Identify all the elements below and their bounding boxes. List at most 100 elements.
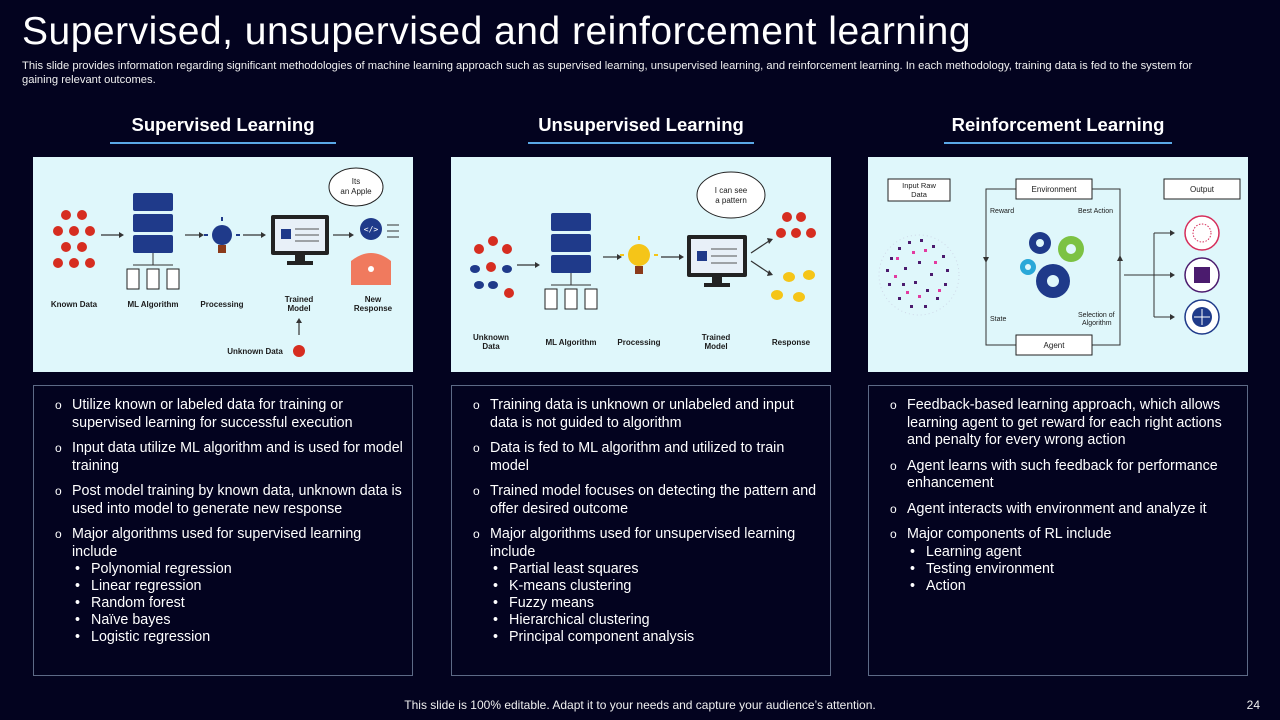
point-text: Major components of RL include [907, 526, 1112, 542]
sub-list-item: •Logistic regression [75, 629, 211, 645]
subpoint-text: Fuzzy means [509, 595, 595, 611]
output-grid-icon [1184, 299, 1220, 335]
label-model: Model [704, 342, 727, 351]
sub-list-item: •K-means clustering [493, 578, 632, 594]
label-unknown-data: Unknown Data [227, 347, 283, 356]
ml-algorithm-stack-icon [126, 193, 180, 290]
output-box [1163, 178, 1241, 200]
point-text: Trained model focuses on detecting the p… [490, 483, 817, 517]
input-raw-data-box [887, 178, 951, 202]
subpoint-text: Hierarchical clustering [509, 612, 650, 628]
response-lemons-icon [771, 270, 815, 302]
reinforcement-diagram: Input Raw Data [868, 157, 1248, 372]
subpoint-text: Principal component analysis [509, 629, 695, 645]
label-processing: Processing [617, 338, 660, 347]
selection-line-1: Selection of [1078, 312, 1115, 319]
agent-label: Agent [1044, 341, 1066, 350]
point-text: Post model training by known data, unkno… [72, 483, 402, 517]
unsupervised-heading: Unsupervised Learning [538, 114, 744, 135]
response-apples-icon [776, 212, 816, 238]
sub-list-item: •Linear regression [75, 578, 202, 594]
best-action-label: Best Action [1078, 208, 1113, 215]
subpoint-text: Random forest [91, 595, 185, 611]
sub-list-item: •Learning agent [910, 543, 1022, 560]
subpoint-text: Polynomial regression [91, 561, 232, 577]
speech-line-1: Its [352, 177, 360, 186]
unsupervised-diagram: I can see a pattern Unknown Data ML Algo… [451, 157, 831, 372]
supervised-column: Supervised Learning [33, 112, 413, 676]
subpoint-text: Action [926, 577, 966, 594]
raw-data-cloud-icon [878, 234, 960, 316]
point-text: Training data is unknown or unlabeled an… [490, 397, 794, 431]
environment-label: Environment [1032, 185, 1078, 194]
sub-list-item: •Hierarchical clustering [493, 612, 650, 628]
speech-bubble: I can see a pattern [696, 171, 766, 219]
speech-line-2: a pattern [715, 196, 747, 205]
unknown-apple-icon [293, 345, 305, 357]
trained-model-monitor-icon [687, 235, 747, 287]
output-brain-icon [1184, 215, 1220, 251]
label-known-data: Known Data [51, 300, 98, 309]
supervised-diagram-svg: Its an Apple </> Known Data ML Algorithm… [51, 167, 399, 357]
label-processing: Processing [200, 300, 243, 309]
output-chip-icon [1184, 257, 1220, 293]
label-response: Response [772, 338, 811, 347]
input-raw-line-2: Data [911, 190, 928, 199]
supervised-diagram: Its an Apple </> Known Data ML Algorithm… [33, 157, 413, 372]
slide-footer: This slide is 100% editable. Adapt it to… [404, 698, 876, 712]
ml-algorithm-stack-icon [544, 213, 598, 310]
sub-list-item: •Action [910, 577, 966, 594]
unsupervised-diagram-svg: I can see a pattern Unknown Data ML Algo… [470, 171, 816, 351]
sub-list-item: •Naïve bayes [75, 612, 171, 628]
point-text: Major algorithms used for unsupervised l… [490, 526, 796, 560]
subpoint-text: K-means clustering [509, 578, 632, 594]
person-response-icon: </> [351, 218, 399, 285]
input-raw-line-1: Input Raw [902, 181, 936, 190]
label-ml-algorithm: ML Algorithm [127, 300, 178, 309]
reinforcement-heading-underline [944, 142, 1172, 144]
point-text: Agent learns with such feedback for perf… [907, 457, 1218, 492]
known-data-apples-icon [53, 210, 95, 268]
label-response: Response [354, 304, 393, 313]
point-text: Major algorithms used for supervised lea… [72, 526, 362, 560]
speech-line-2: an Apple [340, 187, 372, 196]
unknown-data-fruit-icon [470, 236, 514, 298]
agent-box [1015, 334, 1093, 356]
speech-line-1: I can see [715, 186, 748, 195]
trained-model-monitor-icon [271, 215, 329, 265]
subpoint-text: Logistic regression [91, 629, 211, 645]
processing-bulb-icon [620, 236, 658, 274]
processing-bulb-icon [204, 217, 240, 253]
label-unknown: Unknown [473, 333, 509, 342]
subpoint-text: Testing environment [926, 560, 1054, 577]
point-text: Feedback-based learning approach, which … [907, 397, 1222, 448]
reward-label: Reward [990, 208, 1014, 215]
sub-list-item: •Principal component analysis [493, 629, 695, 645]
supervised-heading-underline [110, 142, 336, 144]
output-label: Output [1190, 185, 1215, 194]
svg-text:</>: </> [364, 225, 379, 234]
sub-list-item: •Fuzzy means [493, 595, 595, 611]
subpoint-text: Linear regression [91, 578, 202, 594]
gears-icon [1020, 232, 1084, 298]
sub-list-item: •Testing environment [910, 560, 1054, 577]
speech-bubble: Its an Apple [328, 167, 384, 207]
reinforcement-diagram-svg: Input Raw Data [878, 178, 1241, 356]
subpoint-text: Partial least squares [509, 561, 639, 577]
slide-subtitle: This slide provides information regardin… [22, 60, 1193, 86]
sub-list-item: •Polynomial regression [75, 561, 232, 577]
unsupervised-column: Unsupervised Learning [451, 112, 831, 676]
